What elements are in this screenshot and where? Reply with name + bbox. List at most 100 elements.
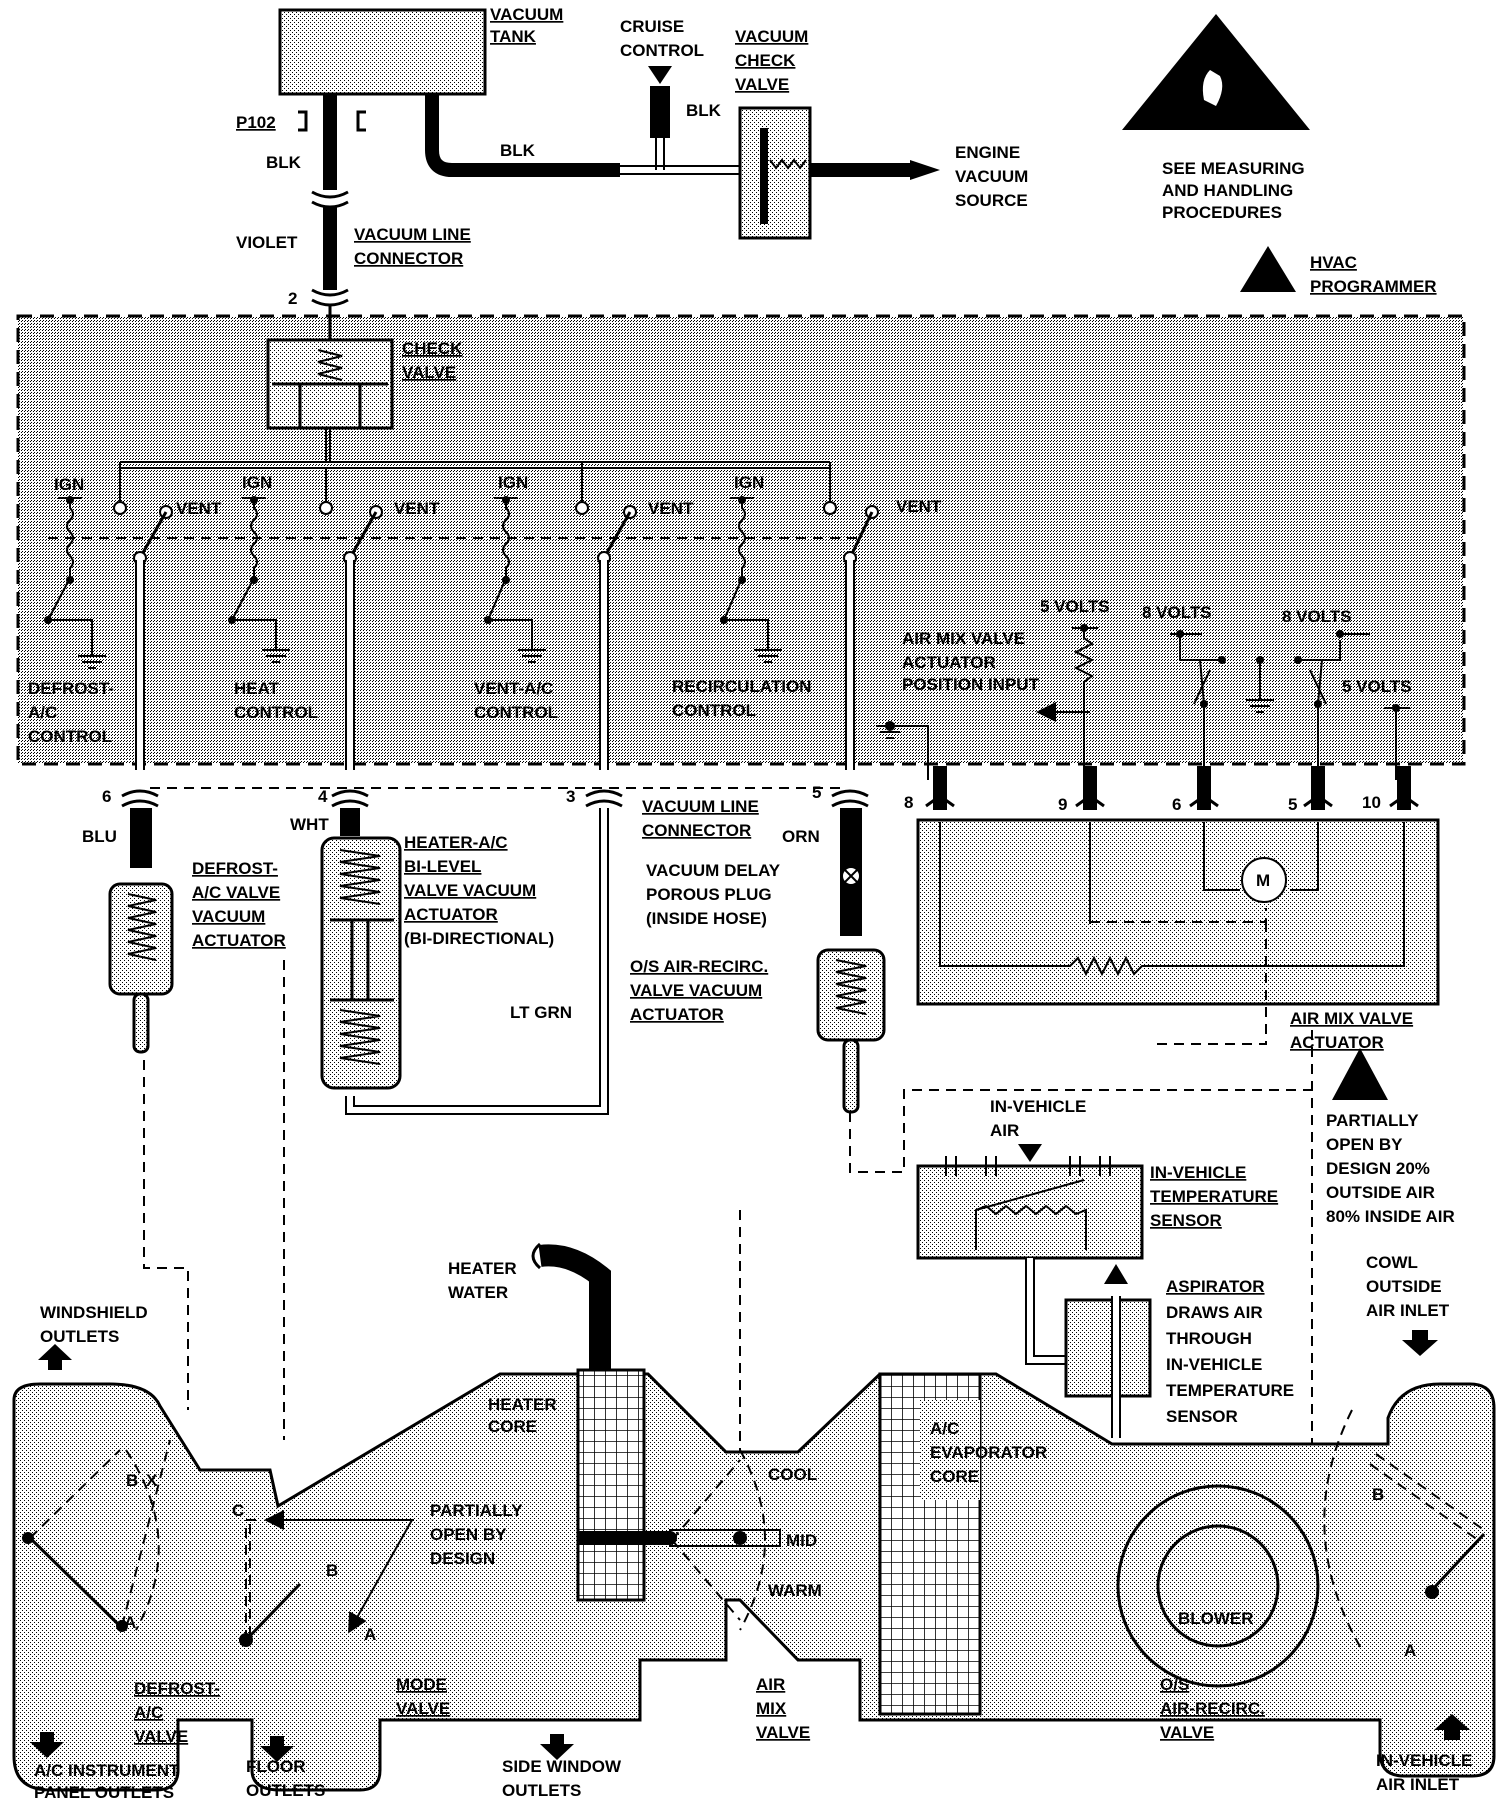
osair-valve-positions bbox=[1323, 1409, 1485, 1651]
check-valve-label-1: CHECK bbox=[402, 339, 463, 358]
amv-pos-1: AIR MIX VALVE bbox=[902, 629, 1025, 648]
partial-right-1: PARTIALLY bbox=[1326, 1111, 1419, 1130]
main-hose-ring-2 bbox=[311, 288, 349, 307]
bilevel-actuator-parts bbox=[330, 918, 394, 1002]
aspirator-label-5: TEMPERATURE bbox=[1166, 1381, 1294, 1400]
vacuum-check-valve bbox=[738, 106, 812, 240]
vent-3: VENT bbox=[648, 499, 694, 518]
motor-label: M bbox=[1256, 871, 1270, 890]
defrost-control-2: A/C bbox=[28, 703, 57, 722]
engine-arrow bbox=[910, 160, 940, 180]
relay-node-1 bbox=[1176, 630, 1184, 638]
osair-actuator-rod bbox=[842, 1038, 860, 1114]
ivts-label-3: SENSOR bbox=[1150, 1211, 1222, 1230]
ltgrn-tube-inner bbox=[347, 808, 607, 1113]
partial-mid-2: OPEN BY bbox=[430, 1525, 507, 1544]
blk-mid: BLK bbox=[500, 141, 536, 160]
side-window-label-2: OUTLETS bbox=[502, 1781, 581, 1800]
evap-label-1: A/C bbox=[930, 1419, 959, 1438]
partial-right-2: OPEN BY bbox=[1326, 1135, 1403, 1154]
pos-a-left: A bbox=[124, 1613, 136, 1632]
hvac-label-1: HVAC bbox=[1310, 253, 1357, 272]
bilevel-label-5: (BI-DIRECTIONAL) bbox=[404, 929, 554, 948]
main-hose-ring-1 bbox=[311, 190, 349, 209]
side-window-arrow bbox=[540, 1734, 574, 1760]
bilevel-label-3: VALVE VACUUM bbox=[404, 881, 536, 900]
cowl-label-1: COWL bbox=[1366, 1253, 1418, 1272]
defrost-act-label-2: A/C VALVE bbox=[192, 883, 280, 902]
air-mix-actuator bbox=[916, 818, 1440, 1006]
relay-node-5 bbox=[1294, 656, 1302, 664]
programmer-ground-node bbox=[885, 721, 895, 731]
pin-9: 9 bbox=[1058, 795, 1067, 814]
vacuum-tank-label-2: TANK bbox=[490, 27, 537, 46]
cowl-label-2: OUTSIDE bbox=[1366, 1277, 1442, 1296]
cruise-label-1: CRUISE bbox=[620, 17, 684, 36]
programmer-check-valve-seat bbox=[272, 382, 388, 428]
delay-label-2: POROUS PLUG bbox=[646, 885, 772, 904]
partial-mid-1: PARTIALLY bbox=[430, 1501, 523, 1520]
ign-3: IGN bbox=[498, 473, 528, 492]
defrost-control-3: CONTROL bbox=[28, 727, 112, 746]
esd-right-icon bbox=[1332, 1048, 1388, 1100]
floor-label-1: FLOOR bbox=[246, 1757, 306, 1776]
tank-hose bbox=[425, 94, 620, 177]
pin-3: 3 bbox=[566, 787, 575, 806]
defrost-valve-label-2: A/C bbox=[134, 1703, 163, 1722]
pos-x-left: X bbox=[146, 1471, 158, 1490]
esd-warning-icon-hand bbox=[1202, 70, 1223, 106]
bilevel-actuator bbox=[320, 836, 402, 1090]
delay-label-1: VACUUM DELAY bbox=[646, 861, 781, 880]
warm-label: WARM bbox=[768, 1581, 822, 1600]
esd-label-3: PROCEDURES bbox=[1162, 203, 1282, 222]
five-volts-2: 5 VOLTS bbox=[1342, 677, 1412, 696]
wht-label: WHT bbox=[290, 815, 329, 834]
cool-label: COOL bbox=[768, 1465, 817, 1484]
invehicle-temp-sensor-internals bbox=[945, 1156, 1111, 1250]
windshield-up-arrow bbox=[38, 1344, 72, 1370]
vent-4: VENT bbox=[896, 497, 942, 516]
invehicle-temp-sensor bbox=[916, 1164, 1144, 1260]
air-mix-actuator-resistor bbox=[1069, 955, 1150, 977]
connector-pins bbox=[121, 789, 869, 808]
air-mix-valve-label-1: AIR bbox=[756, 1675, 785, 1694]
motor-icon bbox=[1241, 857, 1287, 903]
amv-pos-3: POSITION INPUT bbox=[902, 675, 1040, 694]
windshield-label-1: WINDSHIELD bbox=[40, 1303, 148, 1322]
ventac-control-2: CONTROL bbox=[474, 703, 558, 722]
cowl-down-arrow bbox=[1402, 1330, 1438, 1356]
air-mix-valve bbox=[669, 1529, 781, 1547]
pos-b-left: B bbox=[126, 1471, 138, 1490]
osair-act-label-2: VALVE VACUUM bbox=[630, 981, 762, 1000]
vacuum-check-label-1: VACUUM bbox=[735, 27, 808, 46]
vlc-mid-label-2: CONNECTOR bbox=[642, 821, 751, 840]
air-mix-valve-label-2: MIX bbox=[756, 1699, 787, 1718]
engine-label-1: ENGINE bbox=[955, 143, 1020, 162]
vlc-mid-label-1: VACUUM LINE bbox=[642, 797, 759, 816]
esd-warning-icon bbox=[1122, 14, 1310, 130]
partial-right-3: DESIGN 20% bbox=[1326, 1159, 1430, 1178]
windshield-label-2: OUTLETS bbox=[40, 1327, 119, 1346]
mode-valve-blade bbox=[244, 1582, 302, 1642]
mode-valve-label-1: MODE bbox=[396, 1675, 447, 1694]
programmer-check-valve-spring bbox=[317, 349, 343, 381]
osair-valve-blade bbox=[1430, 1532, 1486, 1592]
bilevel-label-2: BI-LEVEL bbox=[404, 857, 481, 876]
blu-label: BLU bbox=[82, 827, 117, 846]
partial-right-5: 80% INSIDE AIR bbox=[1326, 1207, 1455, 1226]
esd-label-2: AND HANDLING bbox=[1162, 181, 1293, 200]
invehicle-air-duct-inner bbox=[1027, 1258, 1076, 1363]
relay-node-2 bbox=[1336, 630, 1344, 638]
recirc-control-2: CONTROL bbox=[672, 701, 756, 720]
vacuum-tank-label: VACUUM bbox=[490, 5, 563, 24]
aspirator-label-6: SENSOR bbox=[1166, 1407, 1238, 1426]
bilevel-actuator-spring-2 bbox=[339, 1009, 381, 1065]
pos-c: C bbox=[232, 1501, 244, 1520]
blk-left: BLK bbox=[266, 153, 302, 172]
defrost-act-label-3: VACUUM bbox=[192, 907, 265, 926]
air-mix-valve-positions bbox=[671, 1449, 766, 1631]
pos-a-mid: A bbox=[364, 1625, 376, 1644]
relay-node-4 bbox=[1256, 656, 1264, 664]
aspirator bbox=[1064, 1298, 1152, 1398]
blower-label: BLOWER bbox=[1178, 1609, 1254, 1628]
